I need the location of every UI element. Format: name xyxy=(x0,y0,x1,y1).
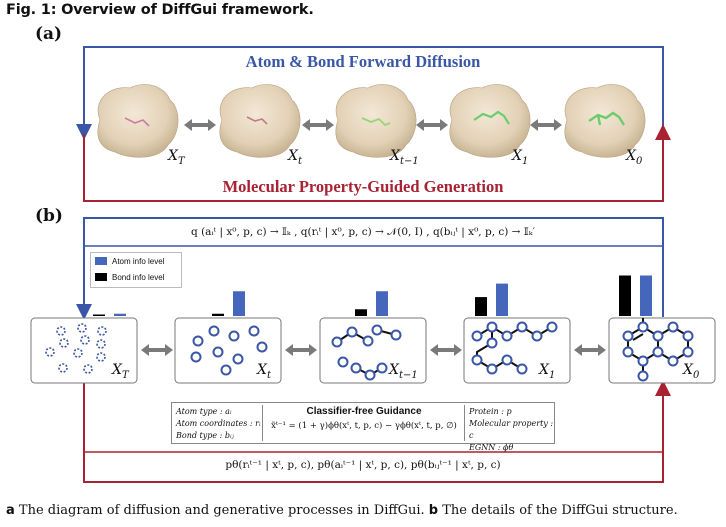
bond-legend-label: Bond info level xyxy=(112,272,165,282)
state-label-b-0: X0 xyxy=(683,362,700,381)
guidance-variables-left: Atom type : aᵢ Atom coordinates : rᵢ Bon… xyxy=(176,406,261,442)
bond-info-bar xyxy=(355,309,367,316)
figure-title: Fig. 1: Overview of DiffGui framework. xyxy=(6,2,314,18)
state-label-a-t-1: Xt−1 xyxy=(390,148,419,167)
bond-info-bar xyxy=(212,313,224,316)
reverse-process-arrow xyxy=(83,383,664,483)
panel-a-label: (a) xyxy=(35,24,63,44)
bond-legend-swatch xyxy=(95,273,107,281)
double-arrow-a xyxy=(184,119,562,131)
classifier-free-guidance-box: Atom type : aᵢ Atom coordinates : rᵢ Bon… xyxy=(171,402,555,452)
forward-diffusion-heading: Atom & Bond Forward Diffusion xyxy=(245,52,481,71)
state-label-a-T: XT xyxy=(168,148,185,167)
atom-legend-label: Atom info level xyxy=(112,256,165,266)
protein-state-t xyxy=(219,84,301,158)
egnn-line: EGNN : ϕθ xyxy=(469,443,514,452)
forward-formula: q (aᵢᵗ | x⁰, p, c) → 𝕀ₖ , q(rᵢᵗ | x⁰, p,… xyxy=(191,226,535,238)
double-arrow-b xyxy=(141,344,606,356)
state-label-b-1: X1 xyxy=(539,362,556,381)
bond-info-bar xyxy=(475,297,487,316)
atom-info-bar xyxy=(376,291,388,316)
info-level-legend: Atom info level Bond info level xyxy=(90,252,182,288)
forward-process-arrow xyxy=(83,217,664,317)
protein-state-0 xyxy=(564,84,646,158)
state-label-a-0: X0 xyxy=(626,148,643,167)
bond-type-line: Bond type : bᵢⱼ xyxy=(176,431,234,440)
molecular-property-line: Molecular property : c xyxy=(469,419,554,440)
forward-diffusion-arrow xyxy=(83,46,664,130)
guidance-title: Classifier-free Guidance xyxy=(306,406,422,417)
state-label-b-t-1: Xt−1 xyxy=(389,362,418,381)
panel-b-label: (b) xyxy=(35,206,63,226)
guidance-variables-right: Protein : p Molecular property : c EGNN … xyxy=(469,406,554,454)
figure-caption: a The diagram of diffusion and generativ… xyxy=(6,503,678,518)
atom-info-bar xyxy=(496,283,508,316)
state-label-b-T: XT xyxy=(112,362,129,381)
atom-legend-swatch xyxy=(95,257,107,265)
state-label-a-1: X1 xyxy=(512,148,529,167)
protein-state-1 xyxy=(449,84,531,158)
molecule-final xyxy=(622,318,694,382)
info-level-bars xyxy=(93,275,652,316)
guidance-formula: x̃ᵗ⁻¹ = (1 + γ)ϕθ(xᵗ, t, p, c) − γϕθ(xᵗ,… xyxy=(271,421,457,431)
generation-heading: Molecular Property-Guided Generation xyxy=(222,177,504,196)
atom-info-bar xyxy=(233,291,245,316)
atom-info-bar xyxy=(114,313,126,316)
reverse-formula: pθ(rᵢᵗ⁻¹ | xᵗ, p, c), pθ(aᵢᵗ⁻¹ | xᵗ, p, … xyxy=(225,459,501,471)
state-box-T xyxy=(30,317,138,384)
bond-info-bar xyxy=(93,314,105,316)
molecule-noise xyxy=(45,323,107,374)
protein-state-t-1 xyxy=(335,84,417,158)
molecule-scattered xyxy=(190,325,268,376)
protein-line: Protein : p xyxy=(469,407,512,416)
atom-type-line: Atom type : aᵢ xyxy=(176,407,232,416)
molecule-chain xyxy=(471,321,558,375)
atom-coordinates-line: Atom coordinates : rᵢ xyxy=(176,419,261,428)
state-label-a-t: Xt xyxy=(288,148,302,167)
bond-info-bar xyxy=(619,275,631,316)
state-label-b-t: Xt xyxy=(257,362,271,381)
molecule-partial xyxy=(331,324,402,381)
atom-info-bar xyxy=(640,275,652,316)
generation-arrow xyxy=(83,134,664,202)
protein-state-T xyxy=(97,84,179,158)
